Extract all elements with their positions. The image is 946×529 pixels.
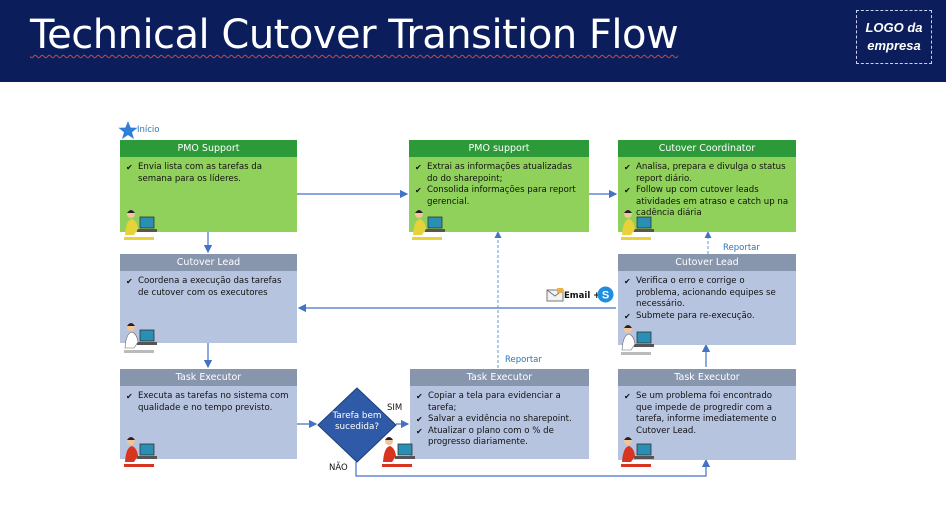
email-icon <box>546 288 564 302</box>
cutover-lead-box: Cutover Lead Coordena a execução das tar… <box>120 254 297 343</box>
page-title: Technical Cutover Transition Flow <box>30 12 679 58</box>
task-executor-evidence-title: Task Executor <box>410 369 589 386</box>
person-at-computer-icon <box>124 437 157 467</box>
person-at-computer-icon <box>621 437 654 467</box>
cutover-lead-fix-items: Verifica o erro e corrige o problema, ac… <box>618 271 796 322</box>
bullet-item: Atualizar o plano com o % de progresso d… <box>416 426 583 449</box>
cutover-lead-title: Cutover Lead <box>120 254 297 271</box>
bullet-item: Envia lista com as tarefas da semana par… <box>126 162 291 185</box>
decision-no-label: NÃO <box>329 463 348 473</box>
bullet-item: Consolida informações para report gerenc… <box>415 185 583 208</box>
task-executor-title: Task Executor <box>120 369 297 386</box>
bullet-item: Submete para re-execução. <box>624 311 790 323</box>
bullet-item: Executa as tarefas no sistema com qualid… <box>126 391 291 414</box>
arrow-decision-no <box>355 458 711 477</box>
cutover-lead-items: Coordena a execução das tarefas de cutov… <box>120 271 297 299</box>
cutover-coordinator-title: Cutover Coordinator <box>618 140 796 157</box>
cutover-lead-fix-box: Cutover Lead Verifica o erro e corrige o… <box>618 254 796 345</box>
pmo-support-box: PMO Support Envia lista com as tarefas d… <box>120 140 297 232</box>
cutover-lead-fix-title: Cutover Lead <box>618 254 796 271</box>
skype-icon: S <box>597 286 614 303</box>
company-logo-placeholder: LOGO da empresa <box>856 10 932 64</box>
title-banner: Technical Cutover Transition Flow LOGO d… <box>0 0 946 82</box>
decision-yes-label: SIM <box>387 403 403 413</box>
bullet-item: Se um problema foi encontrado que impede… <box>624 391 790 437</box>
cutover-coordinator-items: Analisa, prepara e divulga o status repo… <box>618 157 796 220</box>
decision-diamond <box>317 387 397 463</box>
task-executor-issue-title: Task Executor <box>618 369 796 386</box>
bullet-item: Follow up com cutover leads atividades e… <box>624 185 790 220</box>
bullet-item: Copiar a tela para evidenciar a tarefa; <box>416 391 583 414</box>
bullet-item: Extrai as informações atualizadas do do … <box>415 162 583 185</box>
person-at-computer-icon <box>382 437 415 467</box>
person-at-computer-icon <box>412 210 445 240</box>
pmo-support-items: Envia lista com as tarefas da semana par… <box>120 157 297 185</box>
task-executor-items: Executa as tarefas no sistema com qualid… <box>120 386 297 414</box>
start-star-icon <box>118 121 138 139</box>
decision-text: Tarefa bem sucedida? <box>332 411 382 432</box>
email-label: Email + <box>564 291 601 301</box>
person-at-computer-icon <box>124 323 157 353</box>
task-executor-issue-box: Task Executor Se um problema foi encontr… <box>618 369 796 460</box>
report-label-executor: Reportar <box>505 355 542 365</box>
bullet-item: Salvar a evidência no sharepoint. <box>416 414 583 426</box>
start-label: Início <box>137 125 160 135</box>
person-at-computer-icon <box>124 210 157 240</box>
pmo-support-report-items: Extrai as informações atualizadas do do … <box>409 157 589 208</box>
bullet-item: Verifica o erro e corrige o problema, ac… <box>624 276 790 311</box>
pmo-support-report-title: PMO support <box>409 140 589 157</box>
bullet-item: Coordena a execução das tarefas de cutov… <box>126 276 291 299</box>
bullet-item: Analisa, prepara e divulga o status repo… <box>624 162 790 185</box>
task-executor-issue-items: Se um problema foi encontrado que impede… <box>618 386 796 437</box>
person-at-computer-icon <box>621 325 654 355</box>
task-executor-evidence-box: Task Executor Copiar a tela para evidenc… <box>410 369 589 459</box>
person-at-computer-icon <box>621 210 654 240</box>
svg-text:S: S <box>602 290 609 302</box>
task-executor-evidence-items: Copiar a tela para evidenciar a tarefa;S… <box>410 386 589 449</box>
report-label-lead: Reportar <box>723 243 760 253</box>
pmo-support-title: PMO Support <box>120 140 297 157</box>
